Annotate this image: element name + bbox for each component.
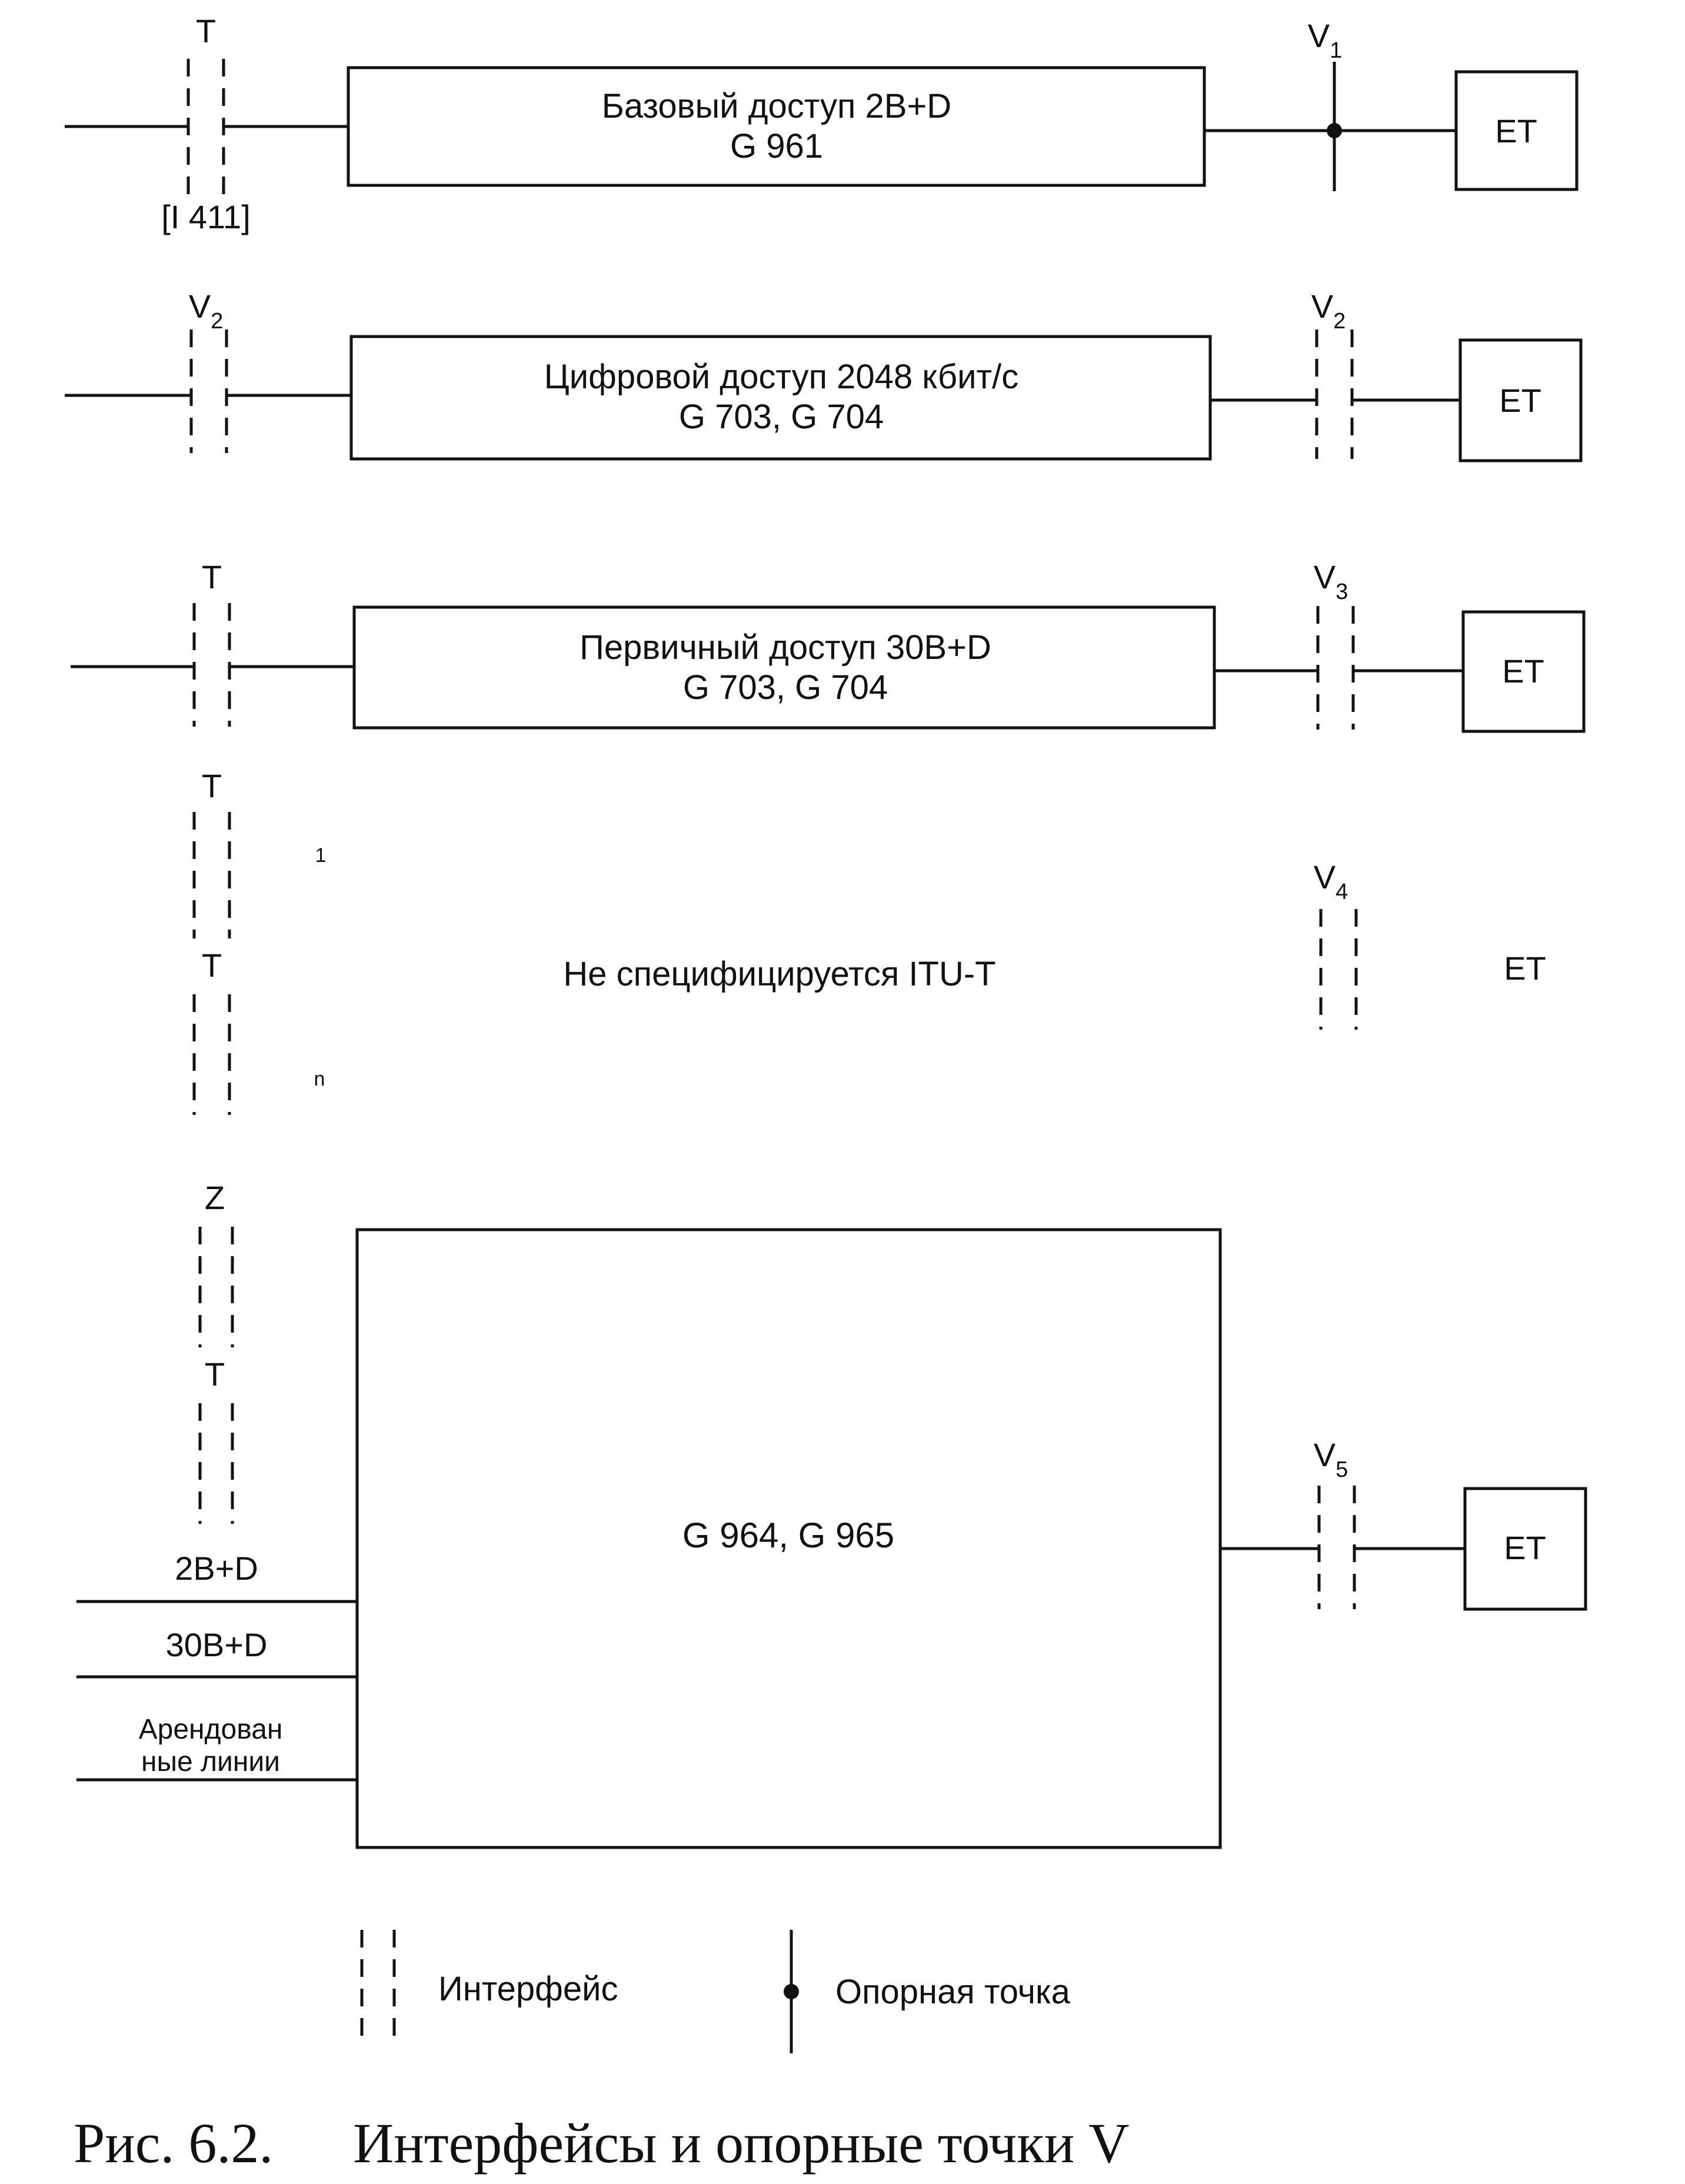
row5-left-interface-label-bottom: T	[205, 1356, 225, 1393]
row3-right-interface-label: V3	[1314, 558, 1348, 604]
row3-left-interface-label: T	[202, 558, 222, 595]
row1-box	[347, 66, 1206, 187]
legend-reference-point-dot	[784, 1984, 799, 1999]
row5-box-text: G 964, G 965	[682, 1516, 894, 1555]
row5-leased-lines-label-2: ные линии	[141, 1746, 280, 1777]
row2-right-interface-label: V2	[1311, 288, 1346, 334]
row1-box-title: Базовый доступ 2B+D	[602, 87, 951, 125]
row3-et-label: ET	[1502, 652, 1544, 690]
row5-leased-lines-label-1: Арендован	[139, 1714, 283, 1745]
row4-right-interface-label: V4	[1314, 858, 1348, 904]
figure-number: Рис. 6.2.	[74, 2112, 273, 2175]
legend-reference-point-label: Опорная точка	[835, 1973, 1071, 2011]
row-not-specified: T 1 T n Не специфицируется ITU-T V4 ET	[192, 767, 1546, 1115]
row1-right-interface-label: V1	[1308, 17, 1343, 63]
row3-et-box	[1461, 610, 1586, 733]
row4-left-interface-label-top: T	[202, 767, 222, 804]
row2-et-label: ET	[1499, 382, 1541, 419]
row5-et-label: ET	[1504, 1529, 1546, 1566]
row5-et-box	[1463, 1487, 1587, 1611]
row2-box	[349, 335, 1212, 461]
row4-index-top: 1	[315, 844, 327, 867]
row4-et-label: ET	[1504, 950, 1546, 987]
row2-et-box	[1458, 338, 1583, 462]
row2-box-title: Цифровой доступ 2048 кбит/с	[544, 358, 1018, 396]
row3-box-standard: G 703, G 704	[683, 668, 888, 707]
row1-left-note: [I 411]	[161, 198, 251, 235]
row1-left-interface-label: T	[196, 12, 216, 49]
row5-left-interface-label-top: Z	[205, 1179, 225, 1216]
row-primary-access: T Первичный доступ 30B+D G 703, G 704 V3…	[71, 558, 1586, 733]
legend-interface-label: Интерфейс	[438, 1970, 618, 2008]
figure-caption: Рис. 6.2. Интерфейсы и опорные точки V	[74, 2112, 1130, 2175]
row-basic-access: T [I 411] Базовый доступ 2B+D G 961 V1 E…	[65, 12, 1579, 235]
row2-left-interface-label: V2	[189, 288, 224, 334]
row-digital-access: V2 Цифровой доступ 2048 кбит/с G 703, G …	[65, 288, 1583, 462]
row1-reference-point-dot	[1327, 123, 1342, 138]
row5-box	[355, 1228, 1222, 1849]
row2-box-standard: G 703, G 704	[679, 398, 884, 436]
row5-input-2bd-label: 2B+D	[175, 1550, 258, 1587]
row3-box	[352, 605, 1216, 730]
figure-title: Интерфейсы и опорные точки V	[353, 2112, 1130, 2175]
row5-right-interface-label: V5	[1314, 1436, 1348, 1482]
row3-box-title: Первичный доступ 30B+D	[580, 628, 991, 667]
row4-text: Не специфицируется ITU-T	[563, 955, 995, 993]
legend: Интерфейс Опорная точка	[360, 1930, 1071, 2053]
row4-index-bottom: n	[314, 1068, 325, 1090]
row1-et-box	[1454, 70, 1579, 191]
row1-box-standard: G 961	[730, 127, 823, 165]
row1-et-label: ET	[1495, 112, 1537, 149]
row5-input-30bd-label: 30B+D	[166, 1626, 268, 1663]
row4-left-interface-label-bottom: T	[202, 947, 222, 984]
row-v5: Z T 2B+D 30B+D Арендован ные линии G 964…	[76, 1179, 1587, 1849]
